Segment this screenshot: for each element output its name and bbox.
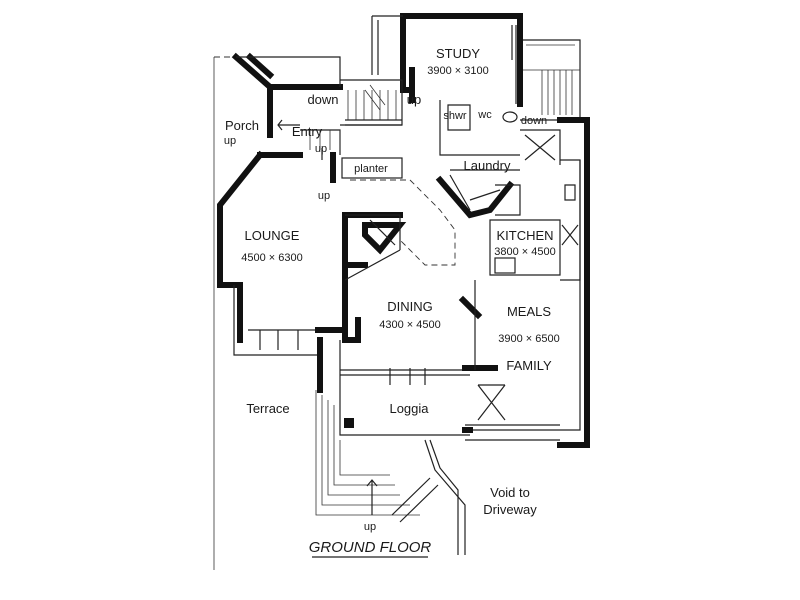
study-label: STUDY — [436, 46, 480, 61]
kitchen-oven — [564, 184, 576, 201]
plan-title: GROUND FLOOR — [309, 539, 432, 556]
entry-label: Entry — [292, 124, 323, 139]
wc-label: wc — [477, 109, 492, 121]
bottom-up-label: up — [364, 521, 376, 533]
porch-arrow — [277, 119, 300, 131]
up-label-right: up — [407, 92, 421, 107]
kitchen-cooktop — [561, 224, 579, 246]
down-label-left: down — [307, 92, 338, 107]
family-door-swing — [477, 384, 506, 421]
study-dimensions: 3900 × 3100 — [427, 65, 488, 77]
lounge-bay — [233, 285, 320, 356]
entry-steps — [309, 130, 341, 150]
laundry-door — [495, 184, 521, 216]
stair-landing — [520, 129, 561, 165]
loggia-post — [344, 418, 354, 428]
landing-cross — [524, 134, 556, 161]
laundry-angle-wall — [435, 175, 515, 219]
dining-label: DINING — [387, 299, 433, 314]
lounge-window — [248, 329, 318, 350]
driveway-edge — [424, 439, 466, 555]
loggia-outline — [339, 340, 470, 436]
meals-divider — [458, 295, 483, 320]
down-label-right: down — [521, 115, 547, 127]
fireplace-hearth — [344, 214, 401, 281]
family-window — [465, 424, 560, 441]
driveway-edge-inner — [429, 439, 459, 555]
loggia-label: Loggia — [389, 401, 429, 416]
laundry-outline — [439, 100, 520, 156]
entry-up-label: up — [315, 143, 327, 155]
laundry-label: Laundry — [464, 158, 511, 173]
void-outline — [350, 179, 456, 266]
void-label-line2: Driveway — [483, 502, 537, 517]
shower-label: shwr — [443, 110, 467, 122]
study-wall — [400, 13, 523, 107]
fireplace — [362, 222, 407, 255]
porch-label: Porch — [225, 118, 259, 133]
family-label: FAMILY — [506, 358, 552, 373]
planter-box — [341, 157, 403, 179]
stair-central — [340, 79, 403, 126]
wc-pan — [502, 111, 518, 123]
stair-right-top — [520, 39, 581, 121]
family-wall-right — [557, 122, 590, 448]
lounge-label: LOUNGE — [245, 228, 300, 243]
kitchen-label: KITCHEN — [496, 228, 553, 243]
terrace-label: Terrace — [246, 401, 289, 416]
kitchen-bench — [489, 219, 561, 276]
kitchen-dimensions: 3800 × 4500 — [494, 246, 555, 258]
planter-label: planter — [354, 163, 388, 175]
shower-box — [447, 104, 471, 131]
kitchen-sink — [494, 257, 516, 274]
terrace-steps — [315, 390, 420, 516]
dining-dimensions: 4300 × 4500 — [379, 319, 440, 331]
lounge-wall-angle — [217, 150, 265, 288]
porch-roof-outline — [236, 56, 341, 87]
void-label-line1: Void to — [490, 485, 530, 500]
study-side-frame — [371, 15, 403, 75]
lounge-dimensions: 4500 × 6300 — [241, 252, 302, 264]
loggia-lintel — [340, 369, 470, 376]
meals-dimensions: 3900 × 6500 — [498, 333, 559, 345]
study-window — [511, 25, 517, 104]
porch-angle-wall — [245, 52, 275, 80]
porch-up-label: up — [224, 135, 236, 147]
laundry-bench — [449, 169, 520, 211]
lounge-up-label: up — [318, 190, 330, 202]
loggia-doors — [389, 368, 426, 385]
meals-label: MEALS — [507, 304, 551, 319]
lounge-wall-bottom-left — [217, 282, 243, 343]
driveway-ramp — [391, 477, 439, 523]
kitchen-cabinet-right — [560, 159, 581, 281]
